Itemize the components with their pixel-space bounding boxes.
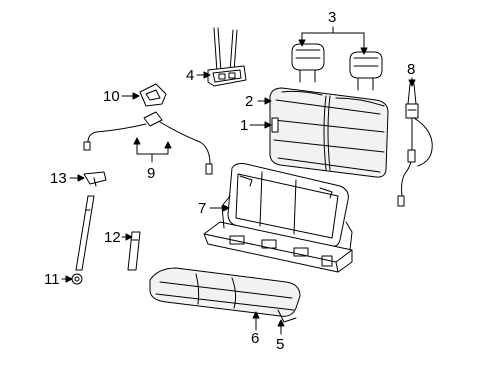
leader-9 [133,137,172,163]
arrowhead-1 [264,121,272,129]
callout-10: 10 [103,88,120,105]
headrest-guide-assembly [207,27,247,87]
seat-back [269,87,389,178]
arrowhead-6 [252,311,260,319]
callout-2: 2 [245,93,254,110]
headrest-left [291,43,325,83]
seat-frame [203,163,353,273]
seat-cushion [149,267,301,323]
wire-harness [83,111,213,175]
headrest-right [349,51,383,91]
bracket-clip [139,83,167,107]
seat-belt [71,195,95,285]
arrowhead-13 [77,174,85,182]
callout-7: 7 [198,200,207,217]
callout-12: 12 [104,229,121,246]
callout-8: 8 [407,61,416,78]
arrowhead-10 [132,92,140,100]
latch-clip [83,171,107,187]
arrowhead-5 [277,319,285,327]
callout-3: 3 [328,9,337,26]
arrowhead-8 [408,79,416,87]
buckle-assembly [397,83,433,207]
callout-5: 5 [276,336,285,353]
callout-6: 6 [251,330,260,347]
strap [127,231,141,271]
arrowhead-7 [222,204,230,212]
leader-3 [298,26,368,55]
callout-4: 4 [186,67,195,84]
callout-13: 13 [50,170,67,187]
callout-11: 11 [44,271,60,288]
arrowhead-4 [203,71,211,79]
arrowhead-11 [65,275,73,283]
callout-1: 1 [240,117,249,134]
callout-9: 9 [147,165,156,182]
arrowhead-12 [125,233,133,241]
arrowhead-2 [264,97,272,105]
